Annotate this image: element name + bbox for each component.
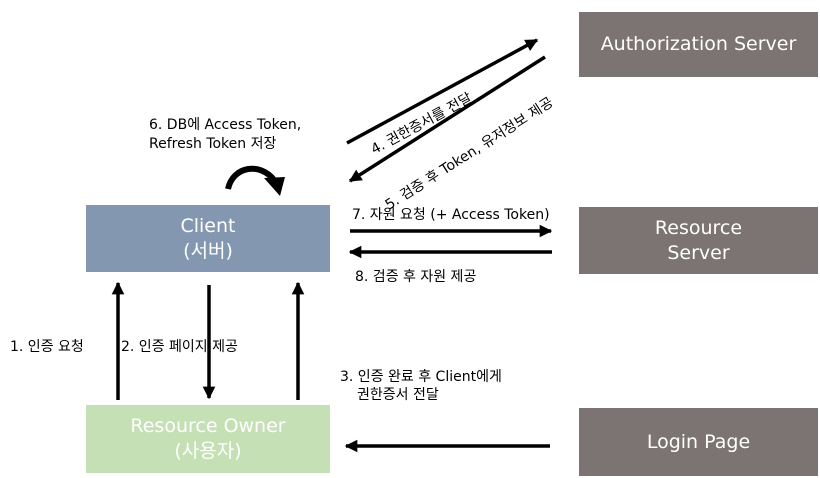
resource-server-label-line2: Server	[667, 241, 730, 264]
login-page-label: Login Page	[646, 430, 751, 453]
resource-owner-box: Resource Owner (사용자)	[86, 405, 330, 473]
resource-owner-label-line1: Resource Owner	[130, 415, 286, 437]
client-label-line2: (서버)	[183, 239, 233, 262]
authorization-server-label: Authorization Server	[600, 33, 797, 55]
resource-server-box: Resource Server	[579, 207, 818, 274]
resource-owner-label-line2: (사용자)	[174, 440, 242, 462]
client-box: Client (서버)	[86, 205, 330, 272]
step-6-label-line1: 6. DB에 Access Token,	[149, 117, 302, 133]
step-2-label: 2. 인증 페이지 제공	[121, 339, 238, 355]
step-1-label: 1. 인증 요청	[10, 339, 84, 355]
arrow-step-6-curved	[225, 165, 277, 190]
client-label-line1: Client	[180, 214, 236, 237]
arrow-step-6-head	[264, 177, 285, 196]
step-8-label: 8. 검증 후 자원 제공	[355, 269, 477, 285]
arrow-step-4	[346, 38, 539, 145]
resource-server-label-line1: Resource	[654, 216, 743, 239]
step-3-label-line2: 권한증서 전달	[357, 387, 439, 403]
arrow-step-5	[348, 55, 546, 183]
step-7-label: 7. 자원 요청 (+ Access Token)	[352, 207, 550, 223]
login-page-box: Login Page	[579, 408, 818, 476]
step-6-label-line2: Refresh Token 저장	[149, 136, 277, 152]
step-3-label-line1: 3. 인증 완료 후 Client에게	[340, 369, 502, 385]
authorization-server-box: Authorization Server	[579, 12, 818, 77]
